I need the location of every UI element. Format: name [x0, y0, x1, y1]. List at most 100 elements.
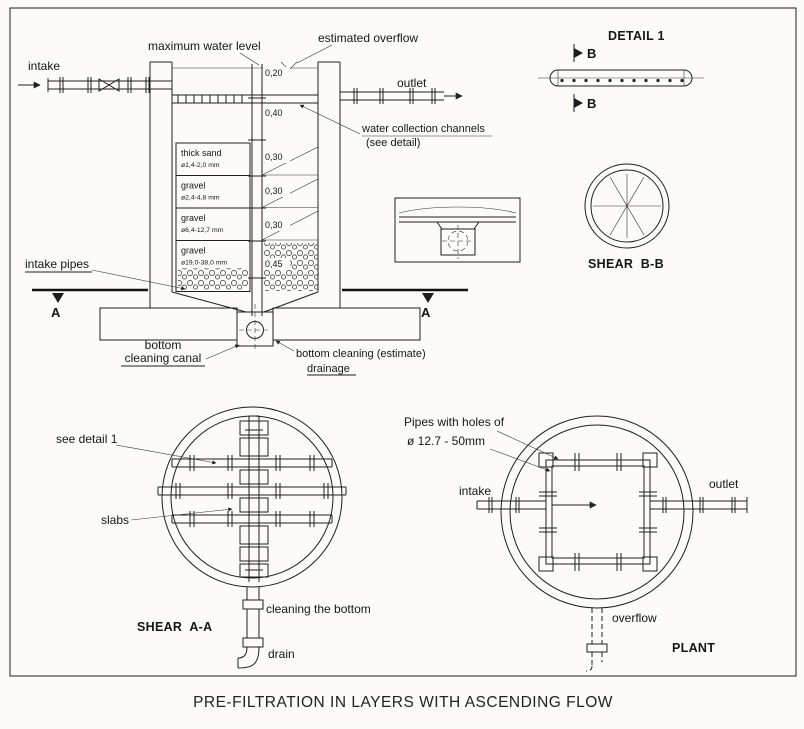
drain-crosshair	[442, 225, 474, 259]
corner-fittings	[538, 452, 658, 572]
foundation-block	[272, 307, 421, 341]
layer-size: ø2,4-4,8 mm	[181, 195, 220, 202]
section-arrow-icon	[422, 293, 434, 303]
see-detail-label: (see detail)	[366, 137, 420, 149]
slab	[239, 563, 269, 578]
drawing-frame	[9, 7, 797, 677]
leader-line	[275, 340, 295, 352]
perforated-pipe	[549, 69, 693, 87]
slab	[239, 546, 269, 562]
tank-inner-circle	[170, 415, 334, 579]
pipes-diameter-label: ø 12.7 - 50mm	[407, 434, 485, 448]
dimension-chain: 0,20 0,40 0,30 0,30 0,30 0,45	[263, 67, 290, 270]
dim-label: 0,30	[265, 220, 283, 230]
intake-pipe-row	[171, 455, 333, 471]
ground-curve	[398, 206, 517, 214]
intake-pipe-row	[171, 511, 333, 527]
layer-name: thick sand	[181, 148, 222, 158]
leader-line	[489, 448, 551, 472]
leader-line	[496, 430, 559, 460]
drainage-label: drainage	[307, 363, 350, 375]
dim-label: 0,20	[265, 68, 283, 78]
dim-bg	[263, 151, 290, 163]
dim-label: 0,30	[265, 152, 283, 162]
bottom-canal-label: cleaning canal	[125, 351, 202, 365]
dim-bg	[263, 107, 290, 119]
section-marker-b-top: B	[587, 46, 596, 61]
overflow-label: overflow	[612, 611, 657, 625]
centerline-spokes	[593, 174, 661, 238]
section-arrow-icon	[574, 48, 583, 58]
plant-view: Pipes with holes of ø 12.7 - 50mm intake…	[404, 415, 748, 672]
foundation-block	[99, 307, 238, 341]
slab	[239, 469, 269, 485]
section-arrow-icon	[574, 98, 583, 108]
plant-outlet-label: outlet	[709, 477, 739, 491]
section-marker-a-right: A	[421, 305, 431, 320]
slab	[239, 497, 269, 513]
slab	[239, 437, 269, 457]
inset-border	[394, 197, 521, 263]
see-detail-label: see detail 1	[56, 432, 118, 446]
max-water-level-label: maximum water level	[148, 39, 261, 53]
layer-table: thick sand ø1,4-2,0 mm gravel ø2,4-4,8 m…	[175, 142, 251, 292]
section-marker-b-bottom: B	[587, 96, 596, 111]
plant-outlet-pipe	[650, 497, 748, 513]
dim-label: 0,30	[265, 186, 283, 196]
tank-inner-circle	[509, 424, 685, 600]
shear-aa-title: SHEAR A-A	[137, 620, 212, 634]
outlet-label: outlet	[397, 76, 427, 90]
slab	[239, 420, 269, 436]
slab	[239, 525, 269, 545]
outlet-pipe	[340, 88, 444, 104]
page-title: PRE-FILTRATION IN LAYERS WITH ASCENDING …	[193, 694, 613, 711]
collection-channel	[172, 94, 318, 104]
intake-pipes-label: intake pipes	[25, 257, 89, 271]
plant-intake-label: intake	[459, 484, 491, 498]
bottom-cleaning-label: bottom cleaning (estimate)	[296, 348, 426, 360]
tank-walls	[149, 61, 341, 308]
leader-line	[91, 269, 186, 291]
pipes-with-holes-label: Pipes with holes of	[404, 415, 505, 429]
drain-centerlines	[239, 304, 271, 352]
section-marker-a-left: A	[51, 305, 61, 320]
bottom-drain-pipe	[237, 587, 264, 669]
pipe-end-walls	[557, 70, 685, 86]
leader-line	[130, 507, 233, 521]
leader-line	[205, 344, 240, 360]
coarse-gravel-texture	[178, 268, 248, 290]
overflow-pipe	[585, 608, 608, 672]
layer-name: gravel	[181, 246, 206, 256]
cleaning-bottom-label: cleaning the bottom	[266, 602, 371, 616]
shear-bb-title: SHEAR B-B	[588, 257, 664, 271]
leader-line	[296, 44, 333, 64]
intake-label: intake	[28, 59, 60, 73]
slab-stack	[239, 420, 269, 578]
frame-flanges	[539, 453, 657, 571]
channel-slab	[399, 216, 516, 230]
dim-bg	[263, 219, 290, 231]
estimated-overflow-label: estimated overflow	[318, 31, 418, 45]
dim-bg	[263, 67, 290, 79]
pipe-inner-circle	[590, 169, 664, 243]
media-textures	[261, 146, 319, 291]
leader-line	[239, 52, 260, 66]
tank-outer-circle	[161, 406, 343, 588]
shear-bb: SHEAR B-B	[584, 163, 670, 271]
plant-intake-pipe	[476, 497, 546, 513]
layer-row	[175, 240, 251, 292]
layer-size: ø1,4-2,0 mm	[181, 162, 220, 169]
pipe-frame-inner	[551, 465, 645, 559]
layer-name: gravel	[181, 181, 206, 191]
cross-section: thick sand ø1,4-2,0 mm gravel ø2,4-4,8 m…	[18, 31, 521, 376]
slabs-label: slabs	[101, 513, 129, 527]
detail1-title: DETAIL 1	[608, 29, 665, 43]
layer-size: ø6,4-12,7 mm	[181, 227, 224, 234]
dim-label: 0,45	[265, 259, 283, 269]
tank-outer-circle	[500, 415, 694, 609]
intake-pipe	[47, 77, 172, 93]
bottom-canal-label: bottom	[145, 338, 182, 352]
inset-detail-box	[394, 197, 521, 263]
